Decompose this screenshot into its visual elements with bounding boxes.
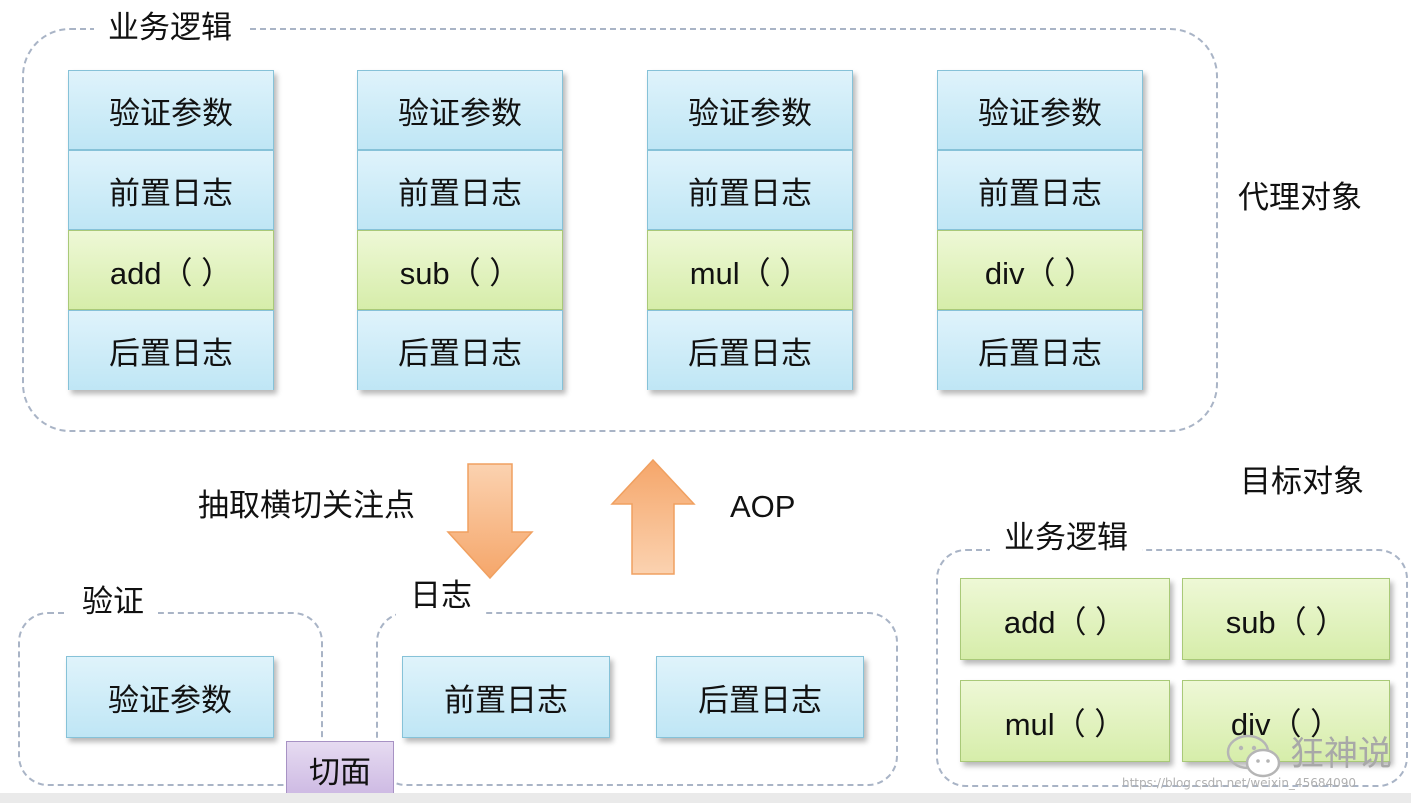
aop-up-arrow-icon xyxy=(610,458,696,575)
target-object-label: 目标对象 xyxy=(1240,464,1364,500)
log-group-title: 日志 xyxy=(396,576,486,616)
proxy-object-label: 代理对象 xyxy=(1238,180,1362,216)
method-cell: mul（ ） xyxy=(647,230,853,310)
proxy-business-logic-group xyxy=(22,28,1218,432)
post-log-cell: 后置日志 xyxy=(68,310,274,390)
extract-crosscutting-label: 抽取横切关注点 xyxy=(198,488,415,524)
aspect-label: 切面 xyxy=(286,741,394,797)
validation-params-tile: 验证参数 xyxy=(66,656,274,738)
validate-params-cell: 验证参数 xyxy=(937,70,1143,150)
proxy-column-add: 验证参数 前置日志 add（ ） 后置日志 xyxy=(68,70,274,390)
post-log-cell: 后置日志 xyxy=(937,310,1143,390)
validate-params-cell: 验证参数 xyxy=(68,70,274,150)
bottom-strip xyxy=(0,793,1411,803)
pre-log-tile: 前置日志 xyxy=(402,656,610,738)
target-method-add: add（ ） xyxy=(960,578,1170,660)
target-method-sub: sub（ ） xyxy=(1182,578,1390,660)
proxy-group-title: 业务逻辑 xyxy=(94,8,246,48)
wechat-icon xyxy=(1226,734,1281,778)
target-method-mul: mul（ ） xyxy=(960,680,1170,762)
watermark-url: https://blog.csdn.net/weixin_45684090 xyxy=(1122,776,1357,790)
extract-down-arrow-icon xyxy=(446,463,534,580)
method-cell: add（ ） xyxy=(68,230,274,310)
post-log-cell: 后置日志 xyxy=(357,310,563,390)
method-cell: sub（ ） xyxy=(357,230,563,310)
log-group xyxy=(376,612,898,786)
proxy-column-mul: 验证参数 前置日志 mul（ ） 后置日志 xyxy=(647,70,853,390)
method-cell: div（ ） xyxy=(937,230,1143,310)
post-log-cell: 后置日志 xyxy=(647,310,853,390)
post-log-tile: 后置日志 xyxy=(656,656,864,738)
aop-label: AOP xyxy=(730,489,796,524)
validate-params-cell: 验证参数 xyxy=(357,70,563,150)
pre-log-cell: 前置日志 xyxy=(647,150,853,230)
target-business-logic-group xyxy=(936,549,1408,787)
watermark-brand: 狂神说 xyxy=(1290,734,1392,774)
pre-log-cell: 前置日志 xyxy=(68,150,274,230)
pre-log-cell: 前置日志 xyxy=(357,150,563,230)
target-group-title: 业务逻辑 xyxy=(990,518,1142,558)
pre-log-cell: 前置日志 xyxy=(937,150,1143,230)
validate-params-cell: 验证参数 xyxy=(647,70,853,150)
validation-group-title: 验证 xyxy=(68,582,158,622)
validation-group xyxy=(18,612,323,786)
target-method-div: div（ ） xyxy=(1182,680,1390,762)
proxy-column-sub: 验证参数 前置日志 sub（ ） 后置日志 xyxy=(357,70,563,390)
proxy-column-div: 验证参数 前置日志 div（ ） 后置日志 xyxy=(937,70,1143,390)
